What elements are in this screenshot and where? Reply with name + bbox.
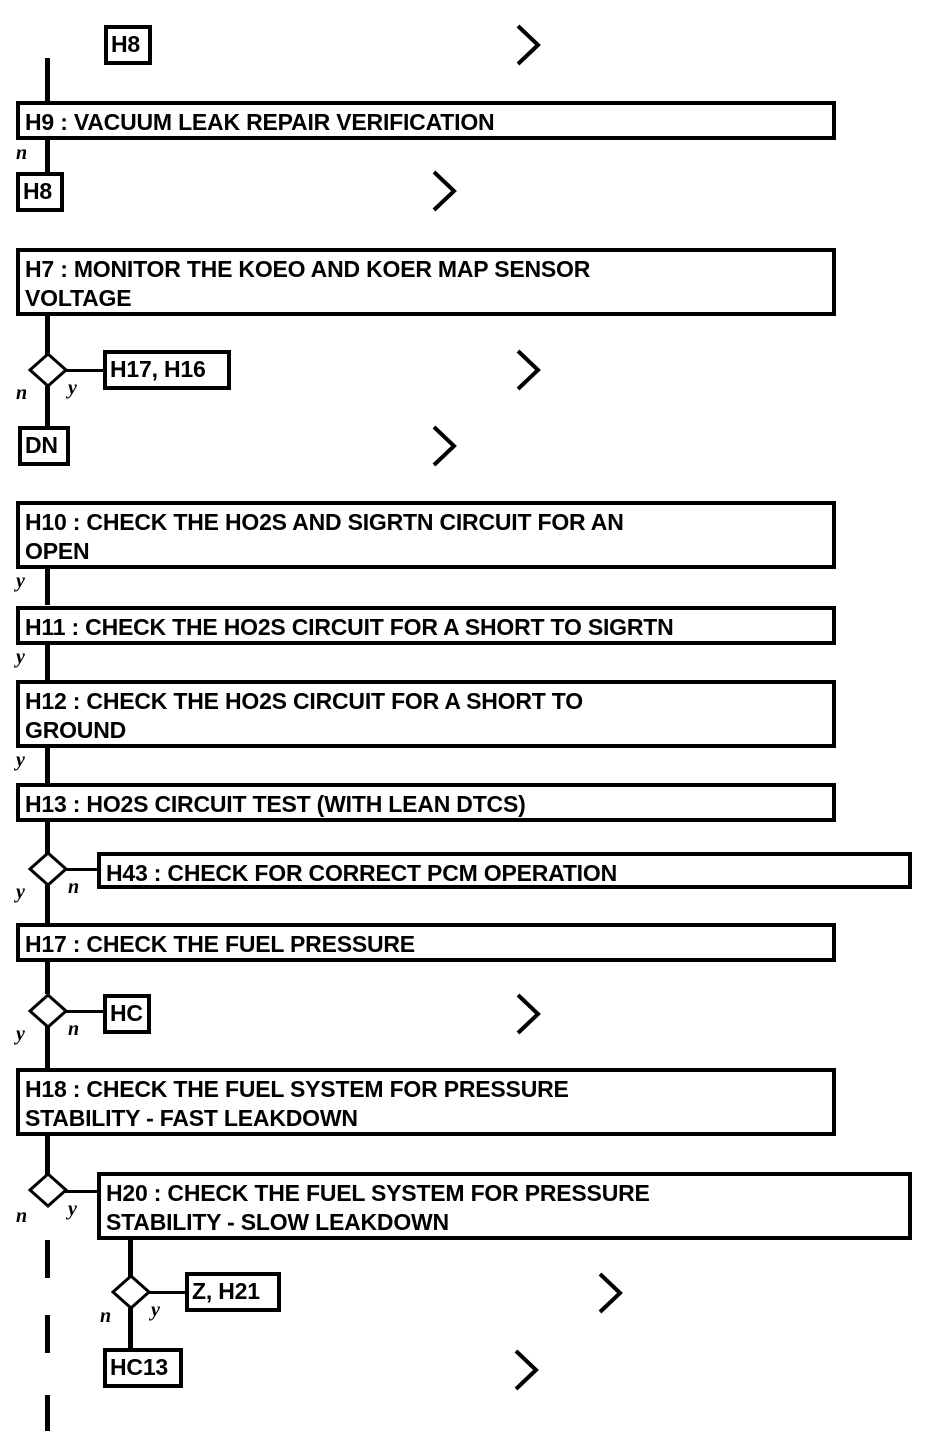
chevron-right-icon bbox=[594, 1270, 626, 1316]
edge-label-h18-n: n bbox=[16, 1205, 28, 1227]
chevron-right-icon bbox=[512, 347, 544, 393]
connector-h13-yes-to-h17 bbox=[45, 885, 50, 924]
chevron-right-icon bbox=[428, 168, 460, 214]
connector-h20-yes bbox=[147, 1291, 187, 1294]
step-box-h12[interactable]: H12 : CHECK THE HO2S CIRCUIT FOR A SHORT… bbox=[16, 680, 836, 748]
ref-node-h8-top[interactable]: H8 bbox=[104, 25, 152, 65]
connector-h13-to-decision bbox=[45, 820, 50, 854]
ref-node-hc13[interactable]: HC13 bbox=[103, 1348, 183, 1388]
connector-h10-to-h11 bbox=[45, 567, 50, 605]
connector-h13-no bbox=[64, 868, 102, 871]
decision-node-h20[interactable] bbox=[111, 1274, 151, 1310]
edge-label-h17-n: n bbox=[68, 1018, 80, 1040]
connector-h7-to-decision bbox=[45, 314, 50, 356]
connector-h18-no-dash-2 bbox=[45, 1315, 50, 1353]
decision-node-h7[interactable] bbox=[28, 352, 68, 388]
edge-label-h20-n: n bbox=[100, 1305, 112, 1327]
decision-node-h13[interactable] bbox=[28, 851, 68, 887]
chevron-right-icon bbox=[510, 1347, 542, 1393]
step-box-h11[interactable]: H11 : CHECK THE HO2S CIRCUIT FOR A SHORT… bbox=[16, 606, 836, 645]
step-box-h43[interactable]: H43 : CHECK FOR CORRECT PCM OPERATION bbox=[97, 852, 912, 889]
connector-h18-no-dash-1 bbox=[45, 1240, 50, 1278]
ref-node-h17-h16[interactable]: H17, H16 bbox=[103, 350, 231, 390]
connector-h18-yes bbox=[64, 1190, 102, 1193]
edge-label-h10-y: y bbox=[16, 570, 25, 592]
step-box-h17[interactable]: H17 : CHECK THE FUEL PRESSURE bbox=[16, 923, 836, 962]
edge-label-h7-y: y bbox=[68, 377, 77, 399]
connector-h11-to-h12 bbox=[45, 643, 50, 681]
step-box-h20[interactable]: H20 : CHECK THE FUEL SYSTEM FOR PRESSURE… bbox=[97, 1172, 912, 1240]
connector-h20-no-to-hc13 bbox=[128, 1308, 133, 1350]
edge-label-h11-y: y bbox=[16, 646, 25, 668]
connector-h18-no-dash-3 bbox=[45, 1395, 50, 1431]
connector-h9-to-h8 bbox=[45, 140, 50, 174]
step-box-h13[interactable]: H13 : HO2S CIRCUIT TEST (WITH LEAN DTCS) bbox=[16, 783, 836, 822]
connector-h7-no-to-dn bbox=[45, 386, 50, 428]
edge-label-h13-y: y bbox=[16, 881, 25, 903]
connector-h7-yes bbox=[64, 369, 106, 372]
step-box-h7[interactable]: H7 : MONITOR THE KOEO AND KOER MAP SENSO… bbox=[16, 248, 836, 316]
edge-label-h20-y: y bbox=[151, 1299, 160, 1321]
edge-label-h9-n: n bbox=[16, 142, 28, 164]
edge-label-h17-y: y bbox=[16, 1023, 25, 1045]
edge-label-h12-y: y bbox=[16, 749, 25, 771]
ref-node-hc[interactable]: HC bbox=[103, 994, 151, 1034]
connector-h18-to-decision bbox=[45, 1134, 50, 1176]
step-box-h18[interactable]: H18 : CHECK THE FUEL SYSTEM FOR PRESSURE… bbox=[16, 1068, 836, 1136]
ref-node-h8-lower[interactable]: H8 bbox=[16, 172, 64, 212]
chevron-right-icon bbox=[512, 991, 544, 1037]
chevron-right-icon bbox=[512, 22, 544, 68]
connector-h17-yes-to-h18 bbox=[45, 1026, 50, 1070]
connector-top-to-h9 bbox=[45, 58, 50, 102]
edge-label-h13-n: n bbox=[68, 876, 80, 898]
edge-label-h7-n: n bbox=[16, 382, 28, 404]
decision-node-h18[interactable] bbox=[28, 1172, 68, 1208]
ref-node-dn[interactable]: DN bbox=[18, 426, 70, 466]
connector-h17-no bbox=[64, 1010, 106, 1013]
decision-node-h17[interactable] bbox=[28, 993, 68, 1029]
chevron-right-icon bbox=[428, 423, 460, 469]
connector-h17-to-decision bbox=[45, 960, 50, 994]
connector-h20-to-decision bbox=[128, 1238, 133, 1280]
step-box-h9[interactable]: H9 : VACUUM LEAK REPAIR VERIFICATION bbox=[16, 101, 836, 140]
connector-h12-to-h13 bbox=[45, 746, 50, 784]
step-box-h10[interactable]: H10 : CHECK THE HO2S AND SIGRTN CIRCUIT … bbox=[16, 501, 836, 569]
ref-node-z-h21[interactable]: Z, H21 bbox=[185, 1272, 281, 1312]
edge-label-h18-y: y bbox=[68, 1198, 77, 1220]
